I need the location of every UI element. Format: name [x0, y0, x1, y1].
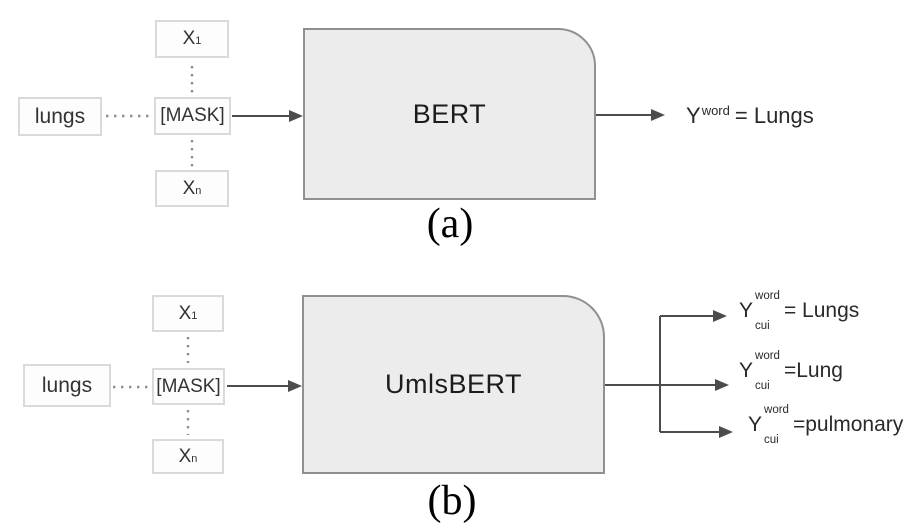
bert-model-label: BERT: [412, 98, 487, 129]
output-b3-sup: word: [764, 404, 789, 416]
word-box-a: lungs: [18, 97, 102, 136]
output-b3-base: Y: [748, 413, 763, 436]
output-a-sup: word: [701, 102, 730, 118]
token-x1-b-sub: 1: [191, 309, 198, 322]
output-b2-sup: word: [755, 350, 780, 362]
output-a-value: = Lungs: [734, 103, 814, 128]
arrow-b-input: [227, 380, 302, 392]
arrow-b-output-3: [660, 426, 733, 438]
output-b1-value: = Lungs: [783, 299, 860, 322]
token-xn-a-base: X: [182, 177, 196, 199]
token-x1-b-base: X: [178, 302, 192, 324]
arrow-a-output: [596, 109, 665, 121]
output-b1-sup: word: [755, 290, 780, 302]
mask-token-box-a: [MASK]: [154, 97, 231, 135]
word-box-a-label: lungs: [34, 104, 86, 128]
umlsbert-model-label: UmlsBERT: [384, 369, 522, 399]
output-b3-sub: cui: [764, 434, 779, 446]
caption-b: (b): [427, 478, 477, 524]
bert-model-box: BERT: [303, 28, 596, 200]
arrow-b-output-2: [660, 379, 729, 391]
caption-a: (a): [426, 201, 474, 247]
output-b3-value: =pulmonary: [792, 413, 904, 436]
word-box-b-label: lungs: [41, 373, 93, 397]
token-xn-a-sub: n: [195, 184, 202, 197]
token-xn-b-base: X: [178, 445, 192, 467]
output-b2-value: =Lung: [783, 359, 843, 382]
output-b1-sub: cui: [755, 320, 770, 332]
output-b2-sub: cui: [755, 380, 770, 392]
mask-token-a-label: [MASK]: [160, 105, 225, 126]
output-b2-base: Y: [739, 359, 754, 382]
token-x1-a-sub: 1: [195, 35, 202, 47]
umlsbert-model-box: UmlsBERT: [302, 295, 605, 474]
word-box-b: lungs: [23, 364, 111, 407]
output-a-base: Y: [686, 103, 701, 128]
token-x1-a-base: X: [182, 28, 196, 49]
arrow-b-output-1: [660, 310, 727, 322]
arrow-a-input: [232, 110, 303, 122]
mask-token-b-label: [MASK]: [156, 375, 221, 397]
token-xn-b-sub: n: [191, 452, 198, 465]
mask-token-box-b: [MASK]: [152, 368, 225, 405]
output-b1-base: Y: [739, 299, 754, 322]
